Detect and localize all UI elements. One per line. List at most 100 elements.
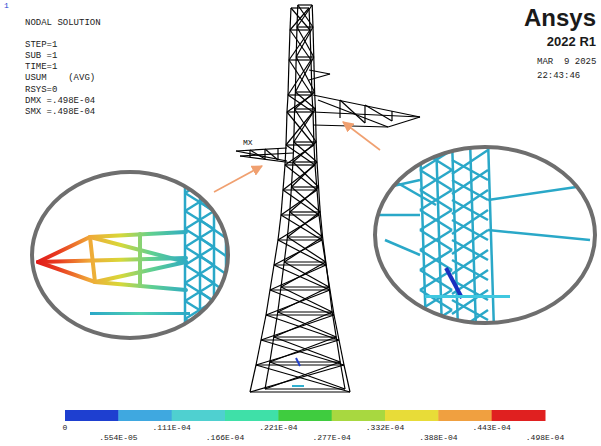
low-displacement-member (446, 268, 462, 298)
lattice-member (314, 92, 316, 109)
lattice-member (290, 211, 320, 212)
crossarm-member (38, 232, 186, 262)
lattice-member (250, 365, 256, 392)
plot-title: NODAL SOLUTION (25, 19, 101, 29)
crossarm-member (38, 262, 186, 290)
lattice-member (281, 286, 329, 287)
lattice-member (249, 150, 250, 157)
lattice-member (297, 5, 312, 27)
colorbar-value: .443E-04 (472, 424, 510, 433)
lattice-member (278, 239, 322, 240)
lattice-member (265, 149, 278, 160)
lattice-member (294, 142, 317, 162)
lattice-member (250, 365, 344, 392)
lattice-member (278, 215, 281, 240)
lattice-member (284, 237, 287, 262)
lattice-member (265, 362, 340, 389)
lattice-member (295, 57, 297, 92)
lattice-member (281, 262, 326, 287)
lattice-member (391, 111, 392, 121)
lattice-member (488, 230, 590, 240)
lattice-member (287, 212, 289, 237)
cut-plane-bar (425, 295, 510, 298)
lattice-member (293, 162, 319, 187)
lattice-member (261, 315, 266, 340)
lattice-member (298, 5, 313, 27)
coordinate-system: RSYS=0 (25, 86, 57, 96)
lattice-member (270, 361, 340, 362)
lattice-member (281, 214, 319, 215)
lattice-member (277, 148, 278, 160)
lattice-member (185, 337, 214, 355)
colorbar-value: .332E-04 (366, 424, 404, 433)
lattice-member (295, 109, 317, 142)
lattice-member (316, 142, 318, 162)
lattice-member (295, 91, 314, 92)
lattice-member (290, 29, 310, 30)
lattice-member (291, 187, 320, 212)
lattice-member (313, 112, 420, 117)
inset-frame (32, 172, 228, 338)
lattice-member (311, 60, 312, 95)
lattice-member (420, 230, 452, 250)
colorbar-segment (172, 410, 226, 421)
lattice-member (236, 148, 287, 151)
lattice-member (291, 162, 317, 187)
colorbar-segment (332, 410, 386, 421)
lattice-member (278, 287, 329, 312)
colorbar-value: .277E-04 (312, 434, 350, 443)
lattice-member (292, 142, 294, 162)
lattice-member (388, 117, 420, 127)
lattice-member (274, 312, 278, 337)
colorbar-value: .166E-04 (206, 434, 244, 443)
lattice-member (293, 161, 317, 162)
colorbar-value: .498E-04 (526, 434, 564, 443)
lattice-member (289, 30, 290, 60)
result-item: USUM (AVG) (25, 74, 95, 84)
lattice-member (309, 70, 330, 74)
colorbar-segment (65, 410, 119, 421)
crossarm-member (138, 234, 142, 286)
lattice-member (286, 144, 314, 145)
lattice-member (291, 186, 318, 187)
lattice-member (290, 212, 323, 237)
support-mark (296, 358, 300, 366)
lattice-member (274, 312, 332, 337)
lattice-member (296, 57, 314, 92)
contour-colorbar (65, 410, 546, 421)
max-marker: MX (243, 139, 253, 148)
lattice-member (365, 105, 392, 121)
lattice-member (200, 328, 226, 346)
lattice-member (291, 162, 293, 187)
lattice-member (200, 310, 226, 328)
lattice-member (264, 149, 265, 159)
step-info: STEP=1 (25, 41, 57, 51)
lattice-member (281, 190, 283, 215)
lattice-member (323, 237, 326, 262)
lattice-member (250, 391, 350, 392)
callout-arrow (343, 122, 380, 150)
colorbar-segment (278, 410, 332, 421)
inset-ground (32, 172, 228, 338)
lattice-member (296, 5, 298, 27)
lattice-member (313, 112, 314, 145)
crossarm-member (90, 237, 95, 282)
colorbar-segment (438, 410, 492, 421)
time-stamp: 22:43:46 (537, 72, 580, 82)
lattice-member (294, 141, 316, 142)
lattice-member (287, 95, 288, 112)
lattice-member (452, 230, 488, 254)
lattice-member (274, 337, 340, 362)
crossarm-member (38, 258, 186, 262)
lattice-member (290, 8, 291, 30)
colorbar-segment (385, 410, 439, 421)
lattice-member (452, 210, 488, 234)
lattice-member (266, 290, 270, 315)
lattice-member (290, 187, 292, 212)
lattice-member (265, 362, 270, 389)
lattice-member (281, 287, 332, 312)
lattice-member (319, 187, 321, 212)
lattice-member (287, 111, 313, 112)
lattice-member (298, 4, 312, 5)
lattice-member (293, 142, 316, 162)
